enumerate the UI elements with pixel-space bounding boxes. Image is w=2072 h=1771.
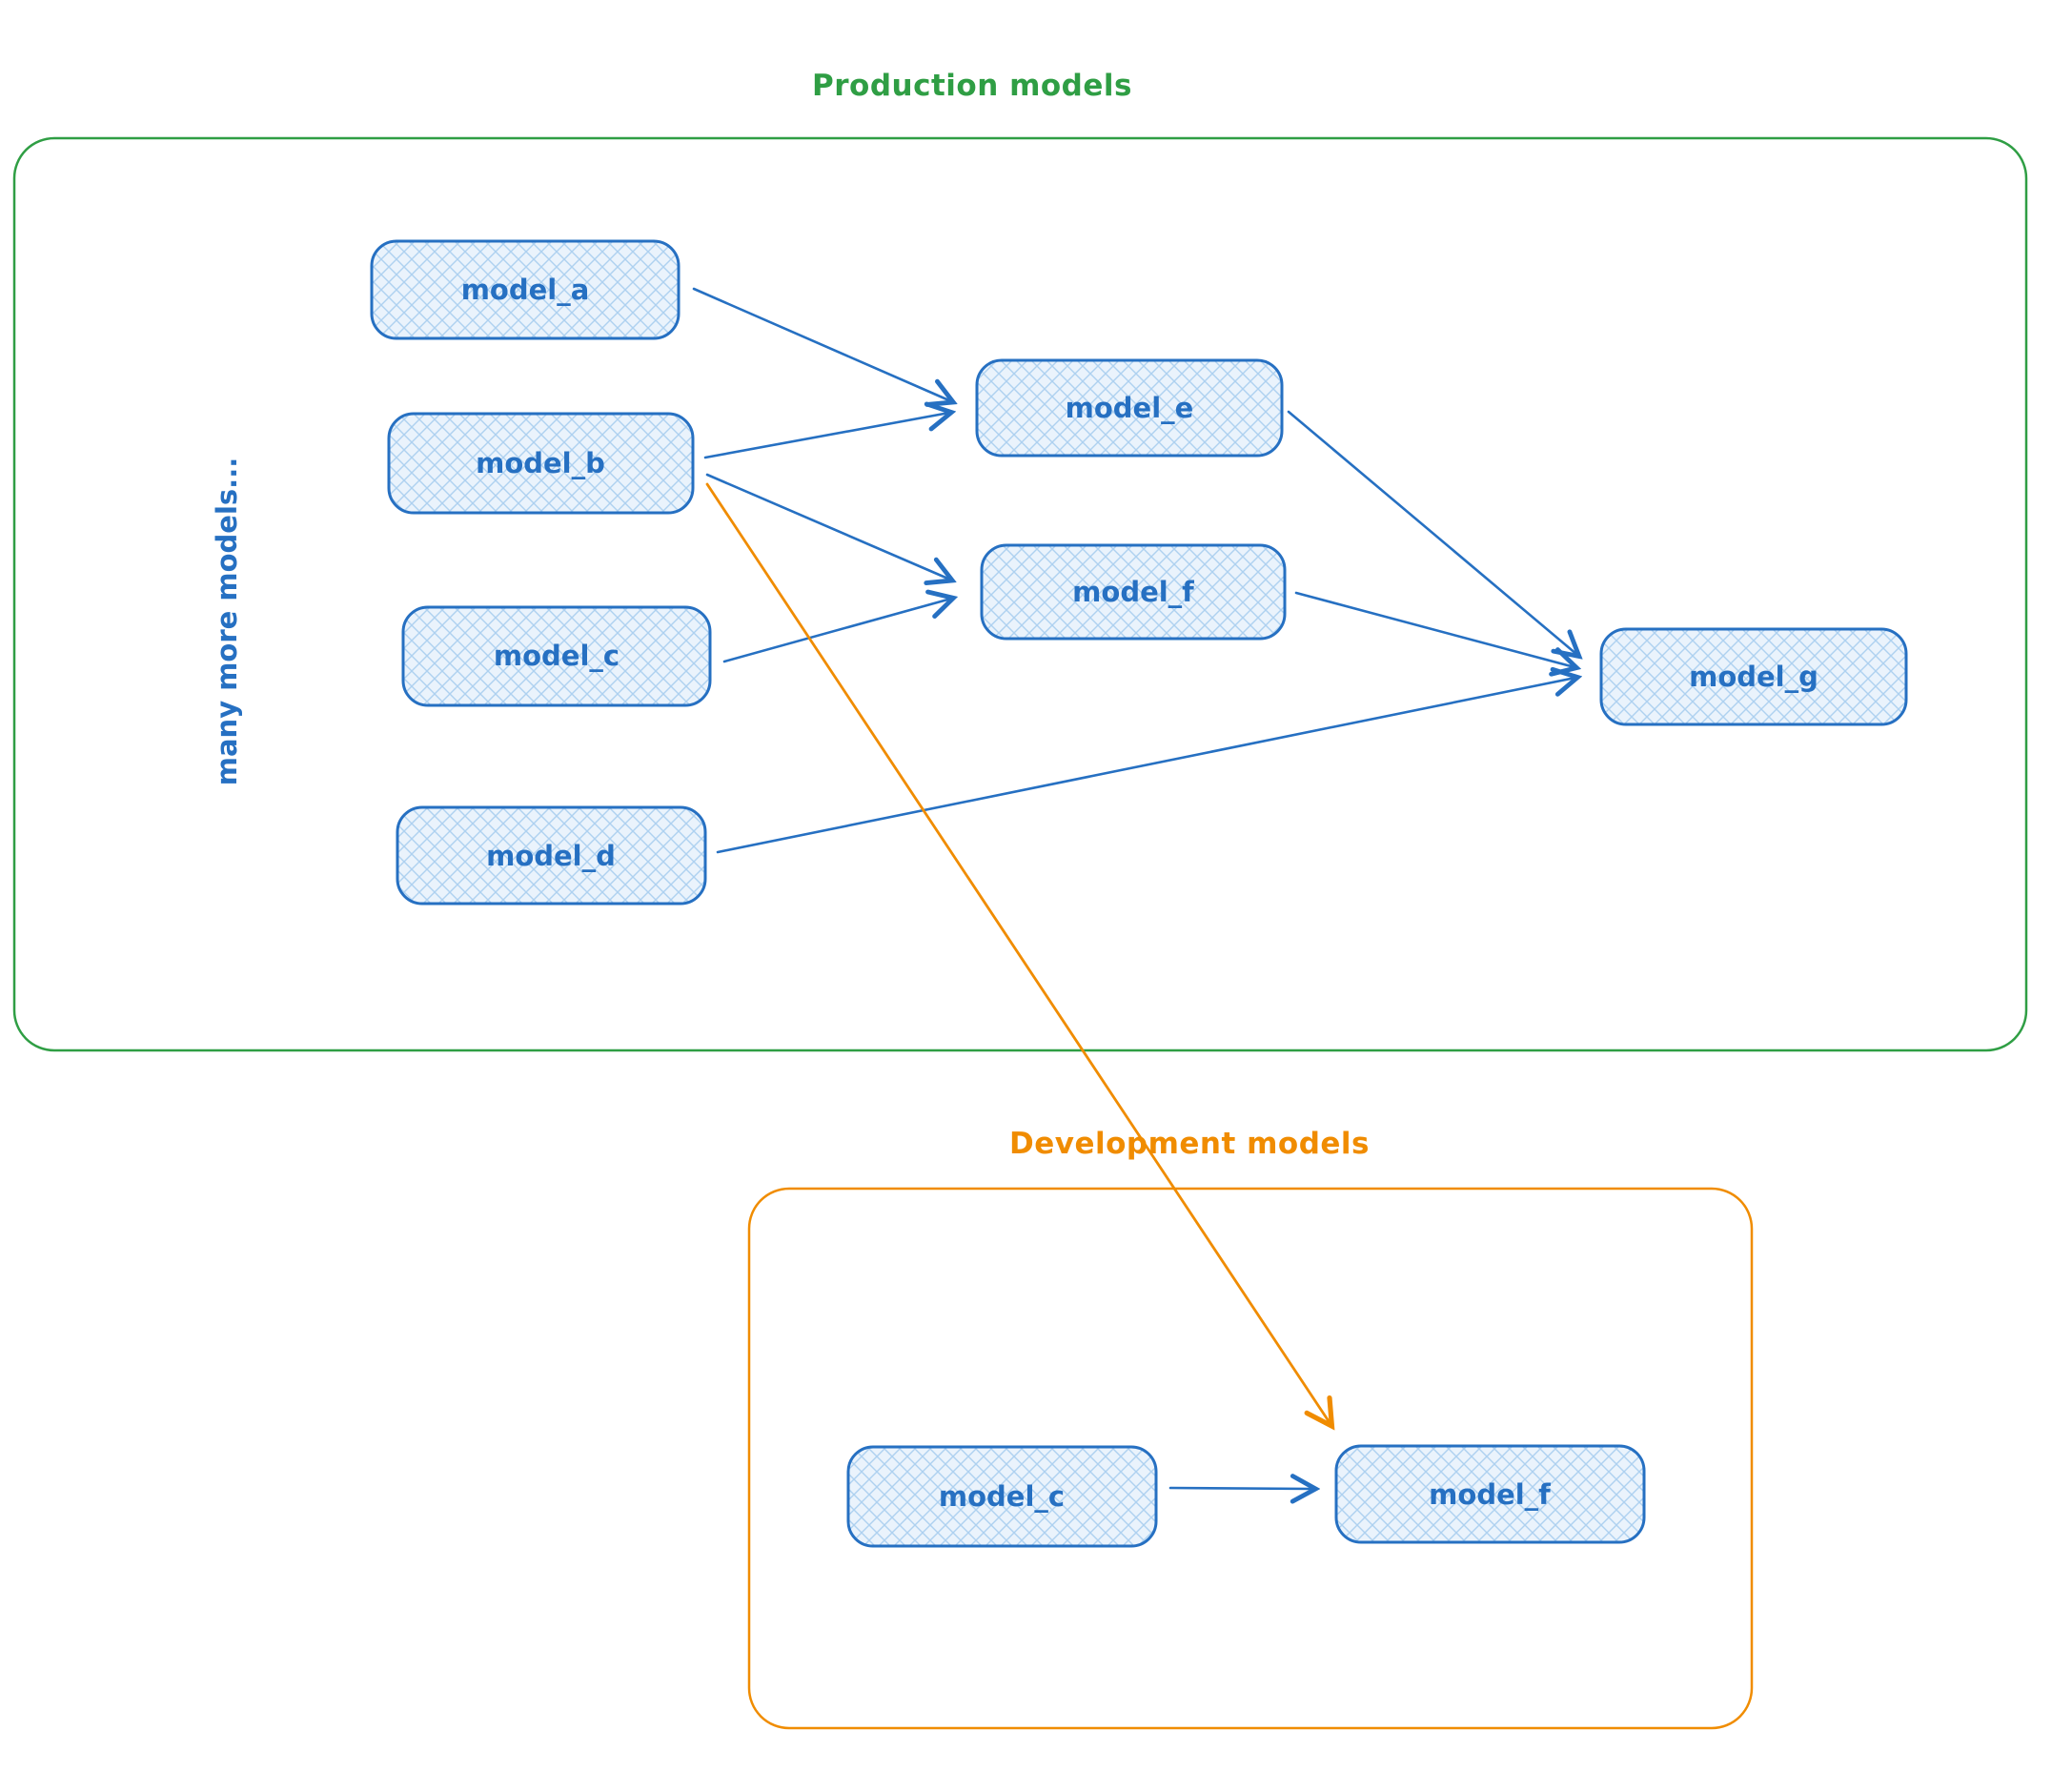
node-model-c: model_c [401, 605, 712, 707]
development-group: Development models [747, 1127, 1754, 1730]
edge-model-c-to-model-f [722, 599, 951, 663]
node-model-d-label: model_d [486, 840, 616, 872]
node-model-b: model_b [387, 412, 695, 515]
edge-model-f-to-model-g [1294, 591, 1574, 667]
node-model-c-label: model_c [494, 640, 620, 672]
node-model-g-box [1599, 627, 1908, 726]
development-container-box [747, 1187, 1754, 1730]
node-model-g-label: model_g [1689, 661, 1818, 693]
edge-model-a-to-model-e [692, 287, 951, 401]
node-model-e: model_e [975, 358, 1284, 458]
edge-model-e-to-model-g [1287, 410, 1577, 655]
production-container-box [12, 136, 2028, 1052]
node-dev-model-f-label: model_f [1429, 1478, 1551, 1511]
edge-model-d-to-model-g [716, 678, 1575, 854]
development-group-title: Development models [1009, 1127, 1370, 1161]
edge-model-b-to-model-e [703, 413, 949, 459]
node-model-e-label: model_e [1066, 392, 1194, 424]
edge-prod-model-b-to-dev-model-f [705, 482, 1331, 1424]
node-dev-model-f: model_f [1334, 1444, 1646, 1544]
node-dev-model-c-box [846, 1445, 1158, 1548]
node-model-b-label: model_b [476, 447, 605, 479]
edge-model-b-to-model-f [705, 473, 950, 580]
node-model-a: model_a [370, 239, 681, 340]
node-model-f: model_f [980, 543, 1287, 641]
node-model-g: model_g [1599, 627, 1908, 726]
node-model-a-box [370, 239, 681, 340]
node-model-e-box [975, 358, 1284, 458]
many-more-models-note: many more models... [211, 458, 243, 785]
node-model-c-box [401, 605, 712, 707]
production-group-title: Production models [812, 69, 1132, 103]
node-model-b-box [387, 412, 695, 515]
node-model-f-box [980, 543, 1287, 641]
node-model-f-label: model_f [1072, 576, 1194, 608]
edge-dev-model-c-to-dev-model-f [1168, 1488, 1313, 1489]
edges [692, 287, 1577, 1489]
node-model-a-label: model_a [461, 274, 590, 306]
node-model-d-box [396, 805, 707, 906]
node-dev-model-c: model_c [846, 1445, 1158, 1548]
node-model-d: model_d [396, 805, 707, 906]
node-dev-model-c-label: model_c [939, 1480, 1065, 1513]
production-group: Production models many more models... [12, 69, 2028, 1052]
node-dev-model-f-box [1334, 1444, 1646, 1544]
